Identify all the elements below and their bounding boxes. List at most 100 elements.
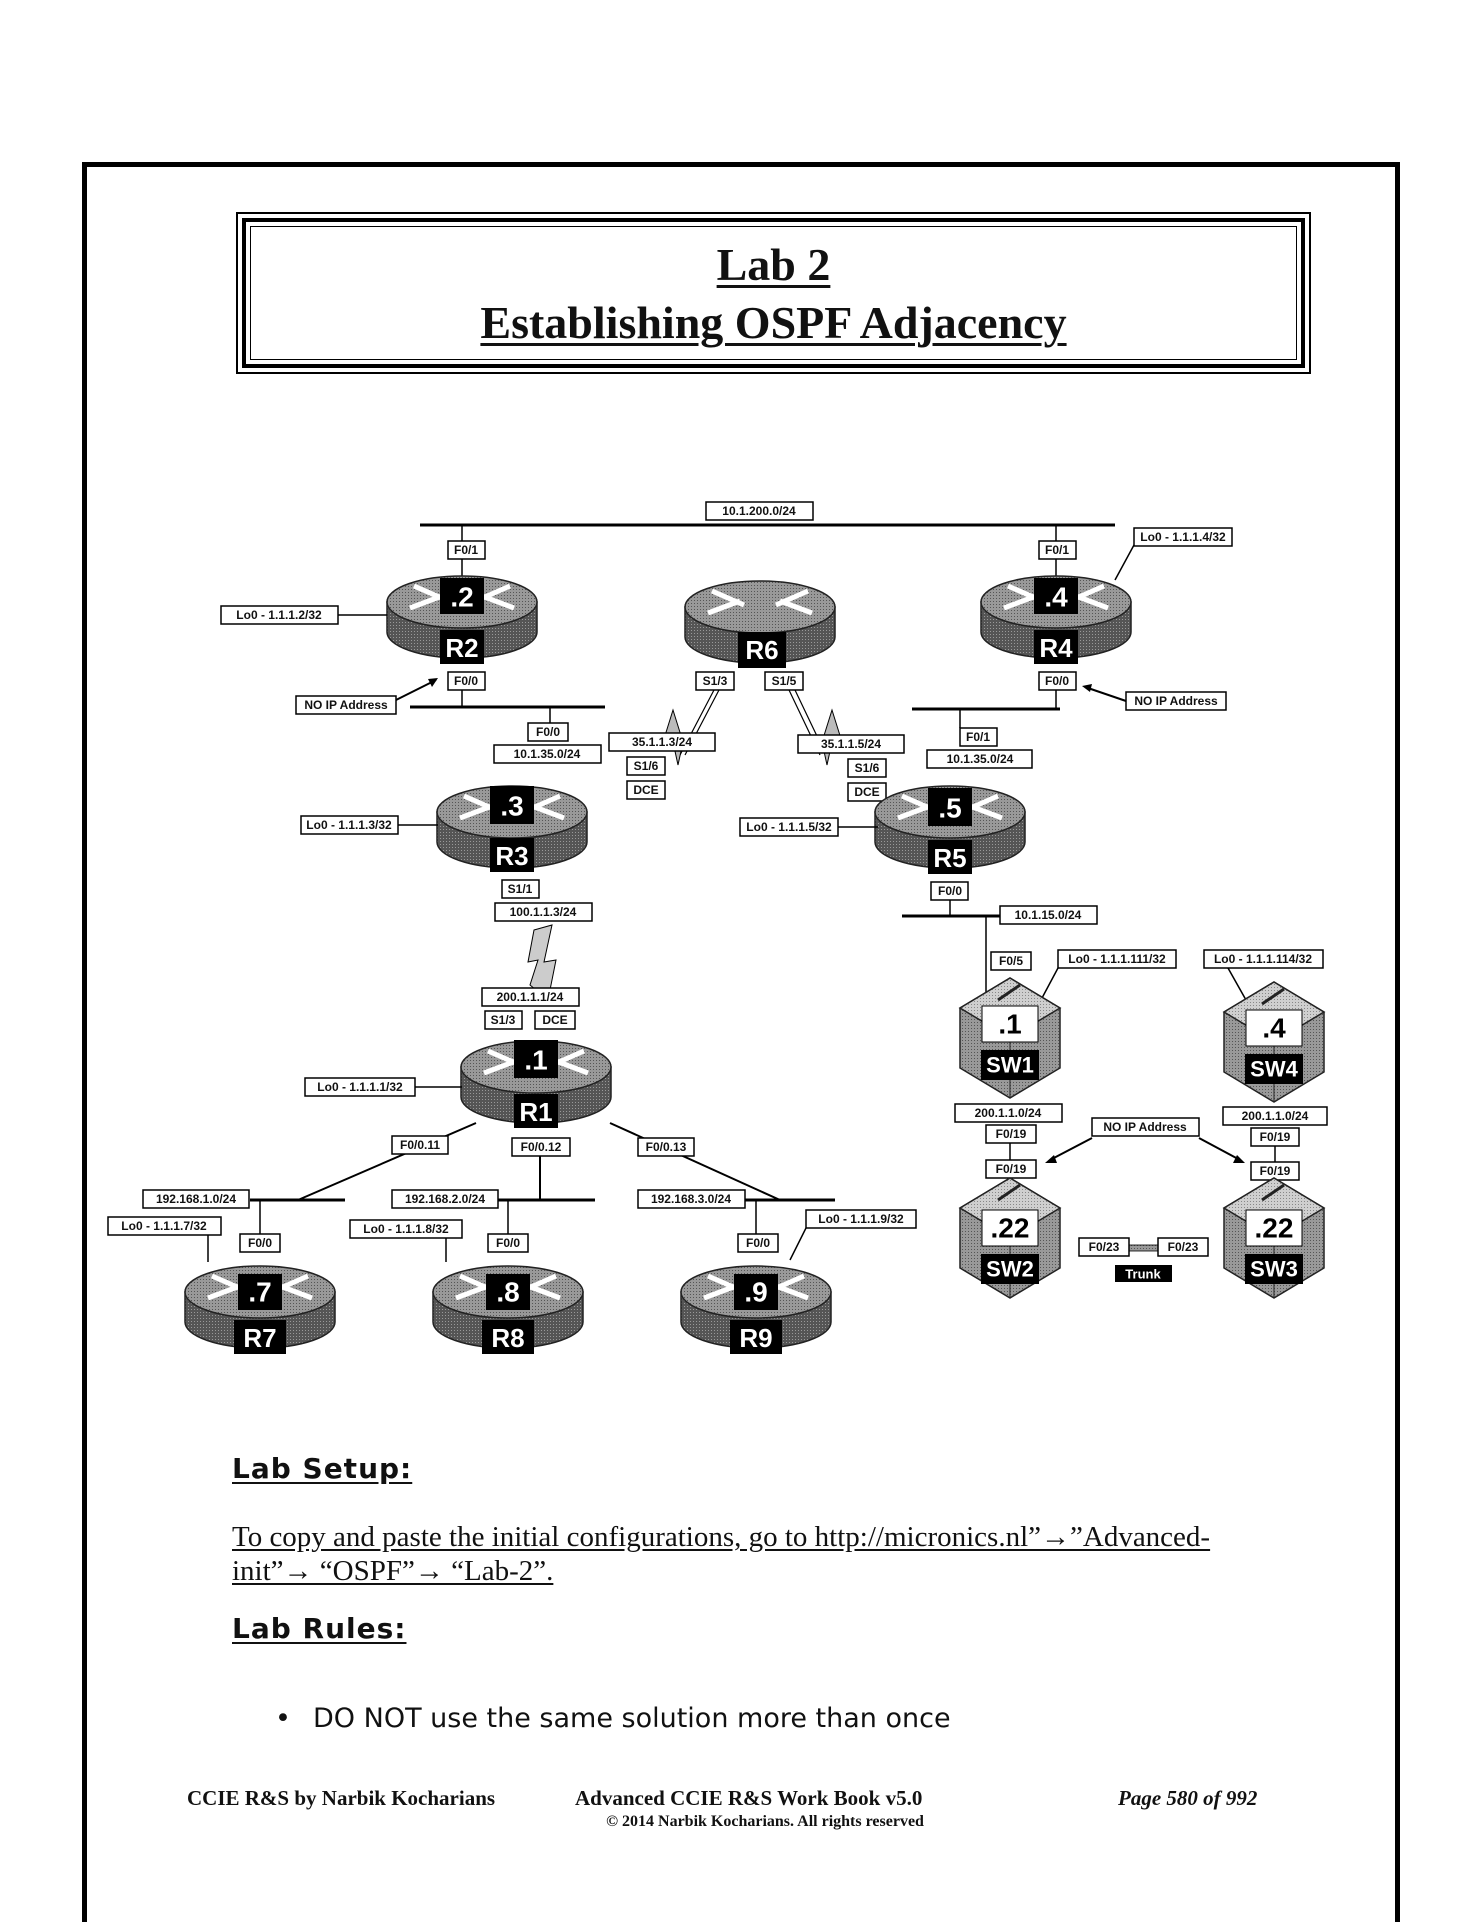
page-frame	[82, 162, 1400, 1922]
svg-text:S1/1: S1/1	[508, 882, 533, 896]
svg-text:S1/3: S1/3	[703, 674, 728, 688]
svg-text:F0/0.11: F0/0.11	[400, 1138, 440, 1152]
svg-text:10.1.35.0/24: 10.1.35.0/24	[514, 747, 581, 761]
footer-book: Advanced CCIE R&S Work Book v5.0	[575, 1786, 923, 1810]
svg-text:Lo0 - 1.1.1.2/32: Lo0 - 1.1.1.2/32	[236, 608, 322, 622]
network-diagram: 10.1.200.0/24 .2 R2 F0/1 Lo0 - 1.1.1.2/3…	[107, 501, 1328, 1354]
loopback-label: Lo0 - 1.1.1.4/32	[1133, 527, 1233, 547]
svg-text:35.1.1.5/24: 35.1.1.5/24	[821, 737, 881, 751]
svg-text:R7: R7	[243, 1323, 276, 1353]
svg-text:100.1.1.3/24: 100.1.1.3/24	[510, 905, 577, 919]
loopback-label: Lo0 - 1.1.1.9/32	[805, 1209, 917, 1229]
no-ip-note: NO IP Address	[1125, 691, 1227, 711]
svg-text:.4: .4	[1044, 582, 1068, 613]
router-r9[interactable]: .9 R9	[681, 1266, 831, 1354]
svg-text:10.1.15.0/24: 10.1.15.0/24	[1015, 908, 1082, 922]
switch-sw4[interactable]: .4 SW4	[1222, 980, 1326, 1104]
svg-text:S1/5: S1/5	[772, 674, 797, 688]
svg-text:R9: R9	[739, 1323, 772, 1353]
svg-text:F0/0: F0/0	[938, 884, 962, 898]
router-r6[interactable]: R6	[685, 581, 835, 668]
lab-setup-heading: Lab Setup:	[232, 1452, 413, 1485]
svg-text:F0/1: F0/1	[1045, 543, 1069, 557]
svg-text:R5: R5	[933, 843, 966, 873]
svg-text:10.1.200.0/24: 10.1.200.0/24	[722, 504, 796, 518]
svg-text:R1: R1	[519, 1097, 552, 1127]
svg-text:R2: R2	[445, 633, 478, 663]
svg-text:F0/23: F0/23	[1168, 1240, 1199, 1254]
switch-sw3[interactable]: .22 SW3	[1222, 1176, 1326, 1300]
rule-item: • DO NOT use the same solution more than …	[275, 1703, 951, 1734]
loopback-label: Lo0 - 1.1.1.1/32	[304, 1077, 416, 1097]
rule-text: DO NOT use the same solution more than o…	[313, 1703, 951, 1734]
router-r7[interactable]: .7 R7	[185, 1266, 335, 1354]
svg-text:.3: .3	[500, 791, 523, 822]
svg-text:DCE: DCE	[854, 785, 879, 799]
svg-text:192.168.1.0/24: 192.168.1.0/24	[156, 1192, 236, 1206]
title-box: Lab 2 Establishing OSPF Adjacency	[236, 212, 1311, 374]
router-r2[interactable]: .2 R2	[387, 576, 537, 664]
switch-sw1[interactable]: .1 SW1	[958, 976, 1062, 1100]
no-ip-note: NO IP Address	[295, 695, 397, 715]
svg-text:R6: R6	[745, 635, 778, 665]
svg-text:NO IP Address: NO IP Address	[1134, 694, 1218, 708]
svg-text:F0/0.12: F0/0.12	[521, 1140, 562, 1154]
no-ip-note: NO IP Address	[1091, 1117, 1200, 1137]
lab-number: Lab 2	[716, 239, 831, 290]
loopback-label: Lo0 - 1.1.1.114/32	[1203, 949, 1324, 969]
svg-text:.2: .2	[450, 582, 473, 613]
bullet-icon: •	[275, 1703, 291, 1734]
svg-text:200.1.1.0/24: 200.1.1.0/24	[975, 1106, 1042, 1120]
loopback-label: Lo0 - 1.1.1.3/32	[300, 815, 399, 835]
svg-text:R4: R4	[1039, 633, 1073, 663]
svg-text:.22: .22	[991, 1213, 1030, 1244]
svg-text:F0/1: F0/1	[454, 543, 478, 557]
svg-text:F0/23: F0/23	[1089, 1240, 1120, 1254]
trunk-badge	[1115, 1265, 1172, 1282]
subnet-label: 10.1.200.0/24	[705, 501, 814, 521]
svg-text:DCE: DCE	[633, 783, 658, 797]
title-inner-border	[250, 226, 1297, 360]
svg-text:.4: .4	[1262, 1013, 1286, 1044]
lab-setup-link[interactable]: To copy and paste the initial configurat…	[232, 1521, 1211, 1587]
footer-author: CCIE R&S by Narbik Kocharians	[187, 1786, 496, 1810]
router-r8[interactable]: .8 R8	[433, 1266, 583, 1354]
svg-text:F0/0: F0/0	[496, 1236, 520, 1250]
svg-text:F0/0: F0/0	[1045, 674, 1069, 688]
svg-text:192.168.2.0/24: 192.168.2.0/24	[405, 1192, 485, 1206]
svg-text:SW1: SW1	[986, 1053, 1034, 1078]
svg-text:F0/0: F0/0	[248, 1236, 272, 1250]
page-number: Page 580 of 992	[1118, 1786, 1258, 1810]
svg-text:SW2: SW2	[986, 1257, 1034, 1282]
svg-text:.22: .22	[1255, 1213, 1294, 1244]
svg-text:.1: .1	[524, 1045, 547, 1076]
svg-text:.5: .5	[938, 793, 961, 824]
svg-text:F0/19: F0/19	[1260, 1164, 1291, 1178]
svg-text:S1/6: S1/6	[634, 759, 659, 773]
loopback-label: Lo0 - 1.1.1.2/32	[220, 605, 339, 625]
router-r1[interactable]: .1 R1	[461, 1040, 611, 1128]
svg-text:.8: .8	[496, 1277, 519, 1308]
svg-text:200.1.1.0/24: 200.1.1.0/24	[1242, 1109, 1309, 1123]
loopback-label: Lo0 - 1.1.1.7/32	[107, 1216, 222, 1236]
switch-sw2[interactable]: .22 SW2	[958, 1176, 1062, 1300]
svg-text:R8: R8	[491, 1323, 524, 1353]
svg-text:F0/0: F0/0	[454, 674, 478, 688]
lab-subject: Establishing OSPF Adjacency	[480, 297, 1067, 348]
svg-text:S1/6: S1/6	[855, 761, 880, 775]
svg-text:Lo0 - 1.1.1.5/32: Lo0 - 1.1.1.5/32	[746, 820, 832, 834]
svg-text:.9: .9	[744, 1277, 767, 1308]
svg-text:NO IP Address: NO IP Address	[1103, 1120, 1187, 1134]
router-r4[interactable]: .4 R4	[981, 576, 1131, 664]
svg-text:DCE: DCE	[542, 1013, 567, 1027]
svg-text:200.1.1.1/24: 200.1.1.1/24	[497, 990, 564, 1004]
svg-text:SW4: SW4	[1250, 1057, 1298, 1082]
router-r5[interactable]: .5 R5	[875, 786, 1025, 874]
svg-text:35.1.1.3/24: 35.1.1.3/24	[632, 735, 692, 749]
svg-text:Lo0 - 1.1.1.7/32: Lo0 - 1.1.1.7/32	[121, 1219, 207, 1233]
svg-text:.1: .1	[998, 1009, 1021, 1040]
router-r3[interactable]: .3 R3	[437, 786, 587, 872]
svg-text:Lo0 - 1.1.1.1/32: Lo0 - 1.1.1.1/32	[317, 1080, 403, 1094]
svg-text:F0/19: F0/19	[1260, 1130, 1291, 1144]
svg-text:F0/5: F0/5	[999, 954, 1023, 968]
